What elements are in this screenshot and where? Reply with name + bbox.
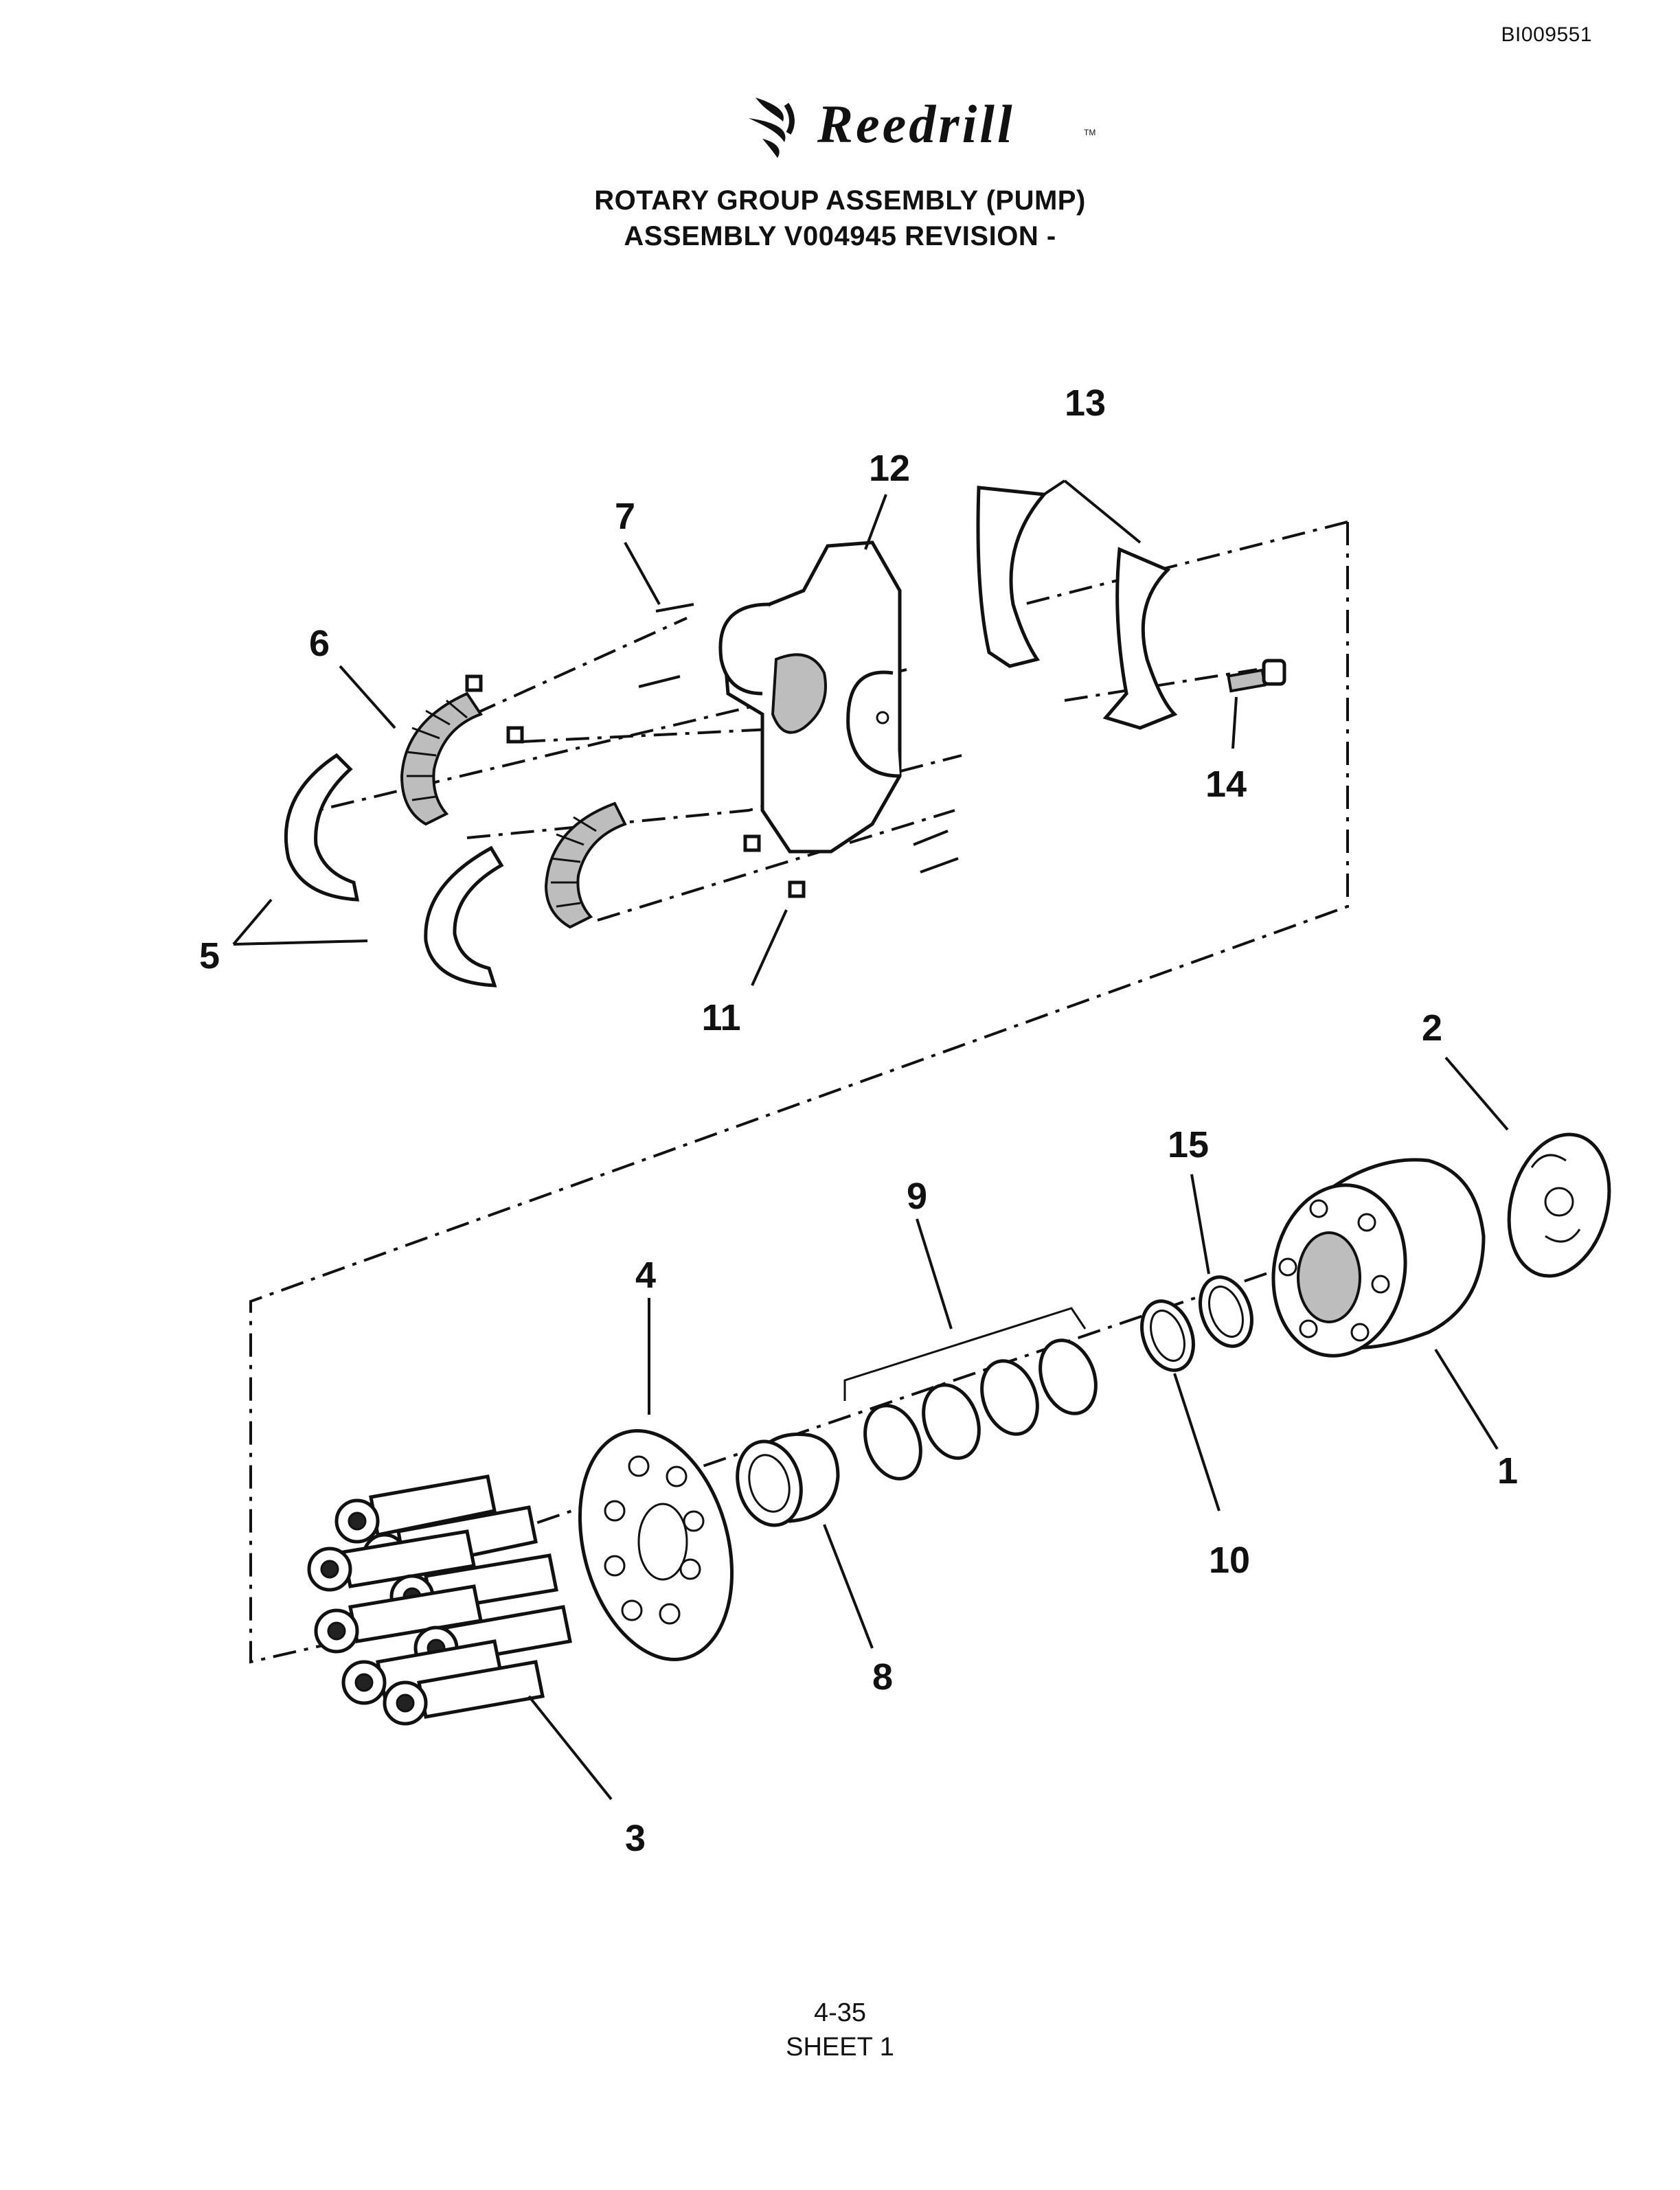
part-13-bearing-caps (976, 486, 1178, 730)
callout-9: 9 (907, 1176, 927, 1217)
callout-2: 2 (1422, 1007, 1442, 1049)
document-id: BI009551 (1501, 23, 1592, 46)
part-7-pins (638, 603, 959, 874)
part-14-screw (1227, 659, 1286, 693)
assembly-axis-upper (1023, 521, 1348, 606)
callout-8: 8 (872, 1656, 893, 1698)
part-2-port-plate (1507, 1132, 1611, 1278)
logo-trademark: TM (1084, 128, 1096, 137)
logo-emblem-icon (749, 98, 795, 158)
part-8-ball-guide (736, 1433, 840, 1527)
logo-wordmark: Reedrill (817, 94, 1015, 154)
reedrill-logo: Reedrill TM (735, 84, 1106, 159)
callout-4: 4 (635, 1255, 656, 1296)
page-subtitle: ASSEMBLY V004945 REVISION - (624, 221, 1056, 251)
callout-leaders (232, 479, 1509, 1801)
part-12-swash-plate (718, 540, 902, 854)
callout-10: 10 (1209, 1540, 1250, 1581)
part-15-ring (1199, 1275, 1253, 1348)
sheet-label: SHEET 1 (786, 2033, 894, 2062)
part-4-retaining-plate (578, 1429, 734, 1661)
part-roller-bearing-lower (544, 801, 627, 929)
axis-line-14 (1064, 668, 1258, 702)
callout-5: 5 (199, 935, 220, 977)
part-3-pistons (307, 1474, 572, 1726)
callout-3: 3 (625, 1818, 646, 1859)
part-1-cylinder-block (1271, 1158, 1486, 1358)
callout-7: 7 (615, 496, 635, 537)
axis-line-7a (473, 617, 688, 716)
callout-12: 12 (869, 448, 910, 489)
part-5-bearing-shells (284, 753, 504, 988)
page-number: 4-35 (813, 1998, 867, 2027)
part-10-ring (1140, 1299, 1195, 1372)
callout-13: 13 (1065, 383, 1106, 424)
callout-14: 14 (1205, 764, 1247, 805)
axis-line-11 (597, 809, 955, 922)
assembly-boundary (249, 522, 1349, 1664)
callout-6: 6 (309, 623, 330, 664)
part-11-nuts (465, 674, 806, 898)
part-9-washers (843, 1307, 1098, 1481)
callout-15: 15 (1168, 1124, 1209, 1165)
page-title: ROTARY GROUP ASSEMBLY (PUMP) (594, 185, 1086, 216)
part-6-roller-bearing (400, 692, 484, 826)
axis-line-7b (521, 727, 797, 743)
callout-1: 1 (1497, 1450, 1518, 1492)
callout-11: 11 (701, 997, 740, 1038)
